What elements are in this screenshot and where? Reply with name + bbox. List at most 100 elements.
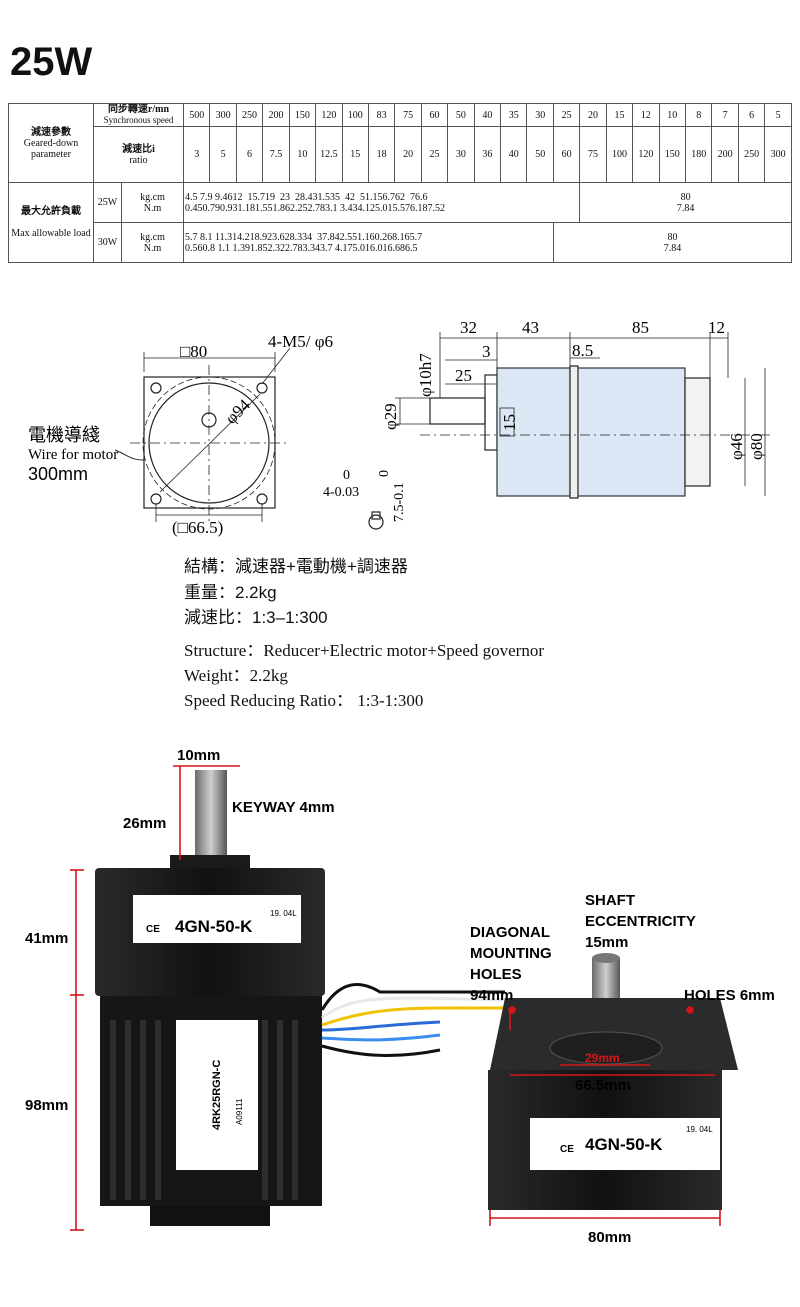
dim-phi46: φ46: [727, 433, 746, 460]
front-circle: [148, 382, 270, 504]
key-a: 4-0.03: [323, 485, 359, 500]
ratio-cell: 7.5: [262, 126, 290, 183]
left-label-code: 19. 04L: [270, 909, 297, 918]
diag-holes-line1: DIAGONAL: [470, 924, 550, 941]
speed-cell: 12: [632, 103, 660, 127]
shaft-ecc-line1: SHAFT: [585, 892, 635, 909]
gearbox-body: [496, 367, 571, 497]
diag-holes-line3: HOLES: [470, 966, 522, 983]
left-ce-mark: CE: [146, 924, 160, 935]
spec-weight-cn: 重量：2.2kg: [184, 583, 277, 602]
key-a-top: 0: [343, 468, 350, 483]
dim-12: 12: [708, 318, 725, 337]
dim-phi80: φ80: [747, 433, 766, 460]
dim-holes: 4-M5/ φ6: [268, 332, 333, 351]
holes-label: HOLES 6mm: [684, 987, 775, 1004]
product-photo: 10mm KEYWAY 4mm 26mm 41mm 98mm CE 4GN-50…: [25, 747, 775, 1246]
speed-cell: 7: [711, 103, 739, 127]
spec-structure-cn: 結構：減速器+電動機+調速器: [184, 557, 408, 576]
speed-cell: 120: [315, 103, 343, 127]
right-ce-mark: CE: [560, 1144, 574, 1155]
speed-cell: 500: [182, 103, 211, 127]
gearbox-height-label: 41mm: [25, 930, 68, 947]
dim-15: 15: [500, 414, 519, 431]
ratio-cell: 40: [500, 126, 528, 183]
keyway-label: KEYWAY 4mm: [232, 799, 335, 816]
ratio-cell: 6: [235, 126, 264, 183]
dim-32: 32: [460, 318, 477, 337]
power-cell: 25W: [93, 182, 122, 223]
param-header: 減速參數 Geared-down parameter: [8, 103, 94, 183]
speed-cell: 8: [685, 103, 713, 127]
speed-cell: 25: [552, 103, 581, 127]
ratio-cell: 200: [711, 126, 739, 183]
right-model: 4GN-50-K: [585, 1135, 663, 1154]
shaft-diameter-label: 10mm: [177, 747, 220, 764]
ratio-cell: 100: [605, 126, 634, 183]
ratio-cell: 30: [447, 126, 475, 183]
dim-phi10: φ10h7: [416, 353, 435, 397]
motor-code: A09111: [235, 1098, 244, 1125]
page-title: 25W: [10, 40, 93, 84]
wire-label-cn: 電機導綫: [28, 425, 100, 445]
ratio-cell: 250: [737, 126, 766, 183]
speed-cell: 100: [341, 103, 369, 127]
ratio-cell: 20: [394, 126, 422, 183]
dim-3: 3: [482, 342, 491, 361]
speed-cell: 50: [447, 103, 475, 127]
shaft: [429, 397, 486, 425]
dim-inner: (□66.5): [172, 518, 223, 537]
ratio-cell: 25: [420, 126, 449, 183]
speed-cell: 10: [658, 103, 687, 127]
wire-length: 300mm: [28, 464, 88, 484]
wire-label-en: Wire for motor: [28, 447, 118, 463]
key-b-top: 0: [377, 470, 392, 477]
ratio-cell: 120: [632, 126, 660, 183]
key-b: 7.5-0.1: [392, 482, 407, 522]
speed-cell: 75: [394, 103, 422, 127]
ratio-cell: 36: [473, 126, 502, 183]
shaft-ecc-line3: 15mm: [585, 934, 628, 951]
drawing: □80 4-M5/ φ6 φ94 (□66.5) 電機導綫 Wire for m…: [28, 318, 770, 537]
left-model: 4GN-50-K: [175, 917, 253, 936]
right-label: [530, 1118, 720, 1170]
dim-diag: φ94: [221, 395, 254, 428]
speed-cell: 35: [500, 103, 528, 127]
motor-body: [577, 367, 686, 497]
spec-ratio-en: Speed Reducing Ratio： 1:3-1:300: [184, 691, 424, 710]
dim-80mm: 80mm: [588, 1229, 631, 1246]
speed-cell: 300: [209, 103, 237, 127]
shaft-length-label: 26mm: [123, 815, 166, 832]
spec-ratio-cn: 減速比：1:3–1:300: [184, 608, 328, 627]
ratio-cell: 180: [685, 126, 713, 183]
motor-height-label: 98mm: [25, 1097, 68, 1114]
ratio-cell: 75: [579, 126, 607, 183]
speed-cell: 6: [737, 103, 766, 127]
ratio-cell: 5: [209, 126, 237, 183]
ratio-cell: 50: [526, 126, 554, 183]
load-values-25w: 4.5 7.9 9.4612 15.719 23 28.431.535 42 5…: [182, 182, 581, 223]
speed-cell: 15: [605, 103, 634, 127]
dim-8-5: 8.5: [572, 341, 593, 360]
ratio-cell: 150: [658, 126, 687, 183]
speed-cell: 5: [764, 103, 792, 127]
ratio-cell: 10: [288, 126, 317, 183]
dim-66-5mm: 66.5mm: [575, 1077, 631, 1094]
ratio-cell: 300: [764, 126, 792, 183]
right-label-code: 19. 04L: [686, 1125, 713, 1134]
dim-43: 43: [522, 318, 539, 337]
speed-cell: 150: [288, 103, 317, 127]
speed-cell: 83: [367, 103, 396, 127]
ratio-cell: 3: [182, 126, 211, 183]
speed-cell: 200: [262, 103, 290, 127]
ratio-cell: 15: [341, 126, 369, 183]
ratio-cell: 12.5: [315, 126, 343, 183]
